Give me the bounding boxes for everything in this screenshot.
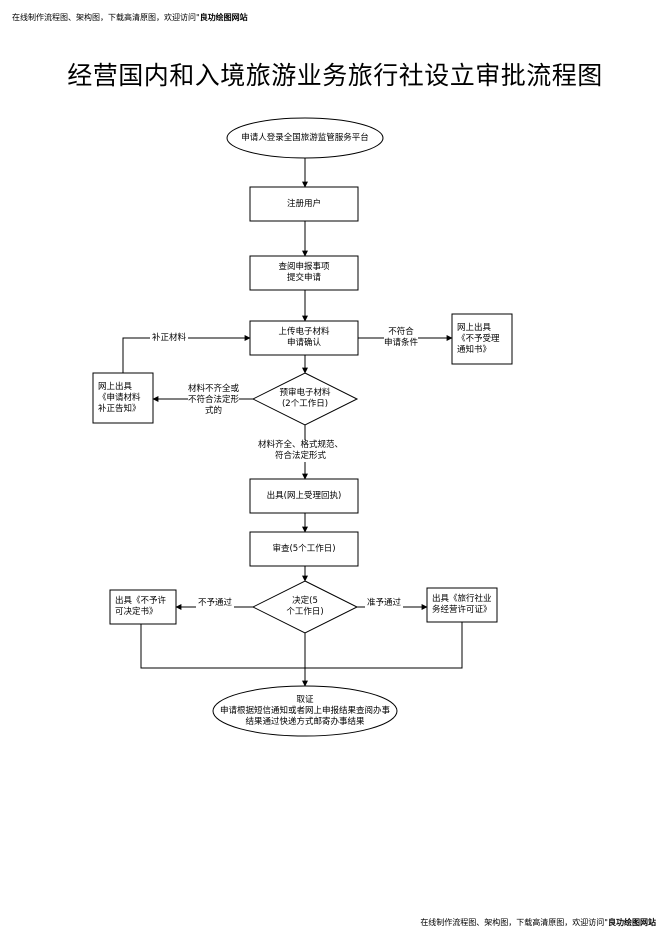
- edge-label-incomplete: 材料不齐全或 不符合法定形 式的: [188, 384, 240, 417]
- query-box: [249, 255, 359, 291]
- arrow-supplement-upload: [122, 335, 251, 373]
- register-label: 注册用户: [286, 198, 321, 209]
- receipt-box: [249, 478, 359, 514]
- register-node: 注册用户: [250, 187, 358, 221]
- footer-note-text: 在线制作流程图、架构图，下载高清原图，欢迎访问": [420, 918, 608, 927]
- start-label: 申请人登录全国旅游监管服务平台: [241, 132, 369, 143]
- register-box: [249, 186, 359, 222]
- upload-node: 上传电子材料 申请确认: [278, 327, 330, 348]
- supplement-notice-box: [92, 372, 154, 424]
- query-node: 查阅申报事项 提交申请: [278, 262, 330, 283]
- deny-node: 出具《不予许 可决定书》: [115, 596, 167, 617]
- receipt-label: 出具(网上受理回执): [266, 490, 342, 501]
- receipt-node: 出具(网上受理回执): [250, 479, 358, 513]
- edge-label-no-pass: 不予通过: [196, 598, 235, 609]
- header-note: 在线制作流程图、架构图，下载高清原图，欢迎访问"良功绘图网站: [12, 12, 248, 23]
- edge-label-supplement: 补正材料: [150, 333, 189, 344]
- precheck-node: 预审电子材料 (2个工作日): [279, 388, 331, 409]
- review-box: [249, 531, 359, 567]
- header-brand-link[interactable]: 良功绘图网站: [199, 13, 248, 22]
- review-label: 审查(5个工作日): [272, 543, 336, 554]
- start-node: 申请人登录全国旅游监管服务平台: [229, 124, 381, 152]
- decision-node: 决定(5 个工作日): [286, 596, 324, 617]
- approve-node: 出具《旅行社业 务经营许可证》: [432, 594, 492, 615]
- edge-label-not-compliant: 不符合 申请条件: [384, 327, 419, 349]
- footer-brand-link[interactable]: 良功绘图网站: [608, 918, 656, 927]
- footer-note: 在线制作流程图、架构图，下载高清原图，欢迎访问"良功绘图网站: [420, 917, 656, 928]
- reject-notice-node: 网上出具 《不予受理 通知书》: [457, 322, 500, 355]
- upload-box: [249, 320, 359, 356]
- end-node: 取证 申请根据短信通知或者网上申报结果查阅办事 结果通过快递方式邮寄办事结果: [219, 694, 390, 727]
- edge-label-pass: 准予通过: [365, 598, 404, 609]
- page-title: 经营国内和入境旅游业务旅行社设立审批流程图: [67, 61, 603, 90]
- line-approve-merge: [305, 622, 463, 669]
- review-node: 审查(5个工作日): [250, 532, 358, 566]
- supplement-notice-node: 网上出具 《申请材料 补正告知》: [98, 381, 141, 414]
- edge-label-complete: 材料齐全、格式规范、 符合法定形式: [258, 440, 344, 462]
- header-note-text: 在线制作流程图、架构图，下载高清原图，欢迎访问": [12, 13, 200, 22]
- line-deny-merge: [140, 624, 305, 669]
- approve-box: [426, 587, 498, 623]
